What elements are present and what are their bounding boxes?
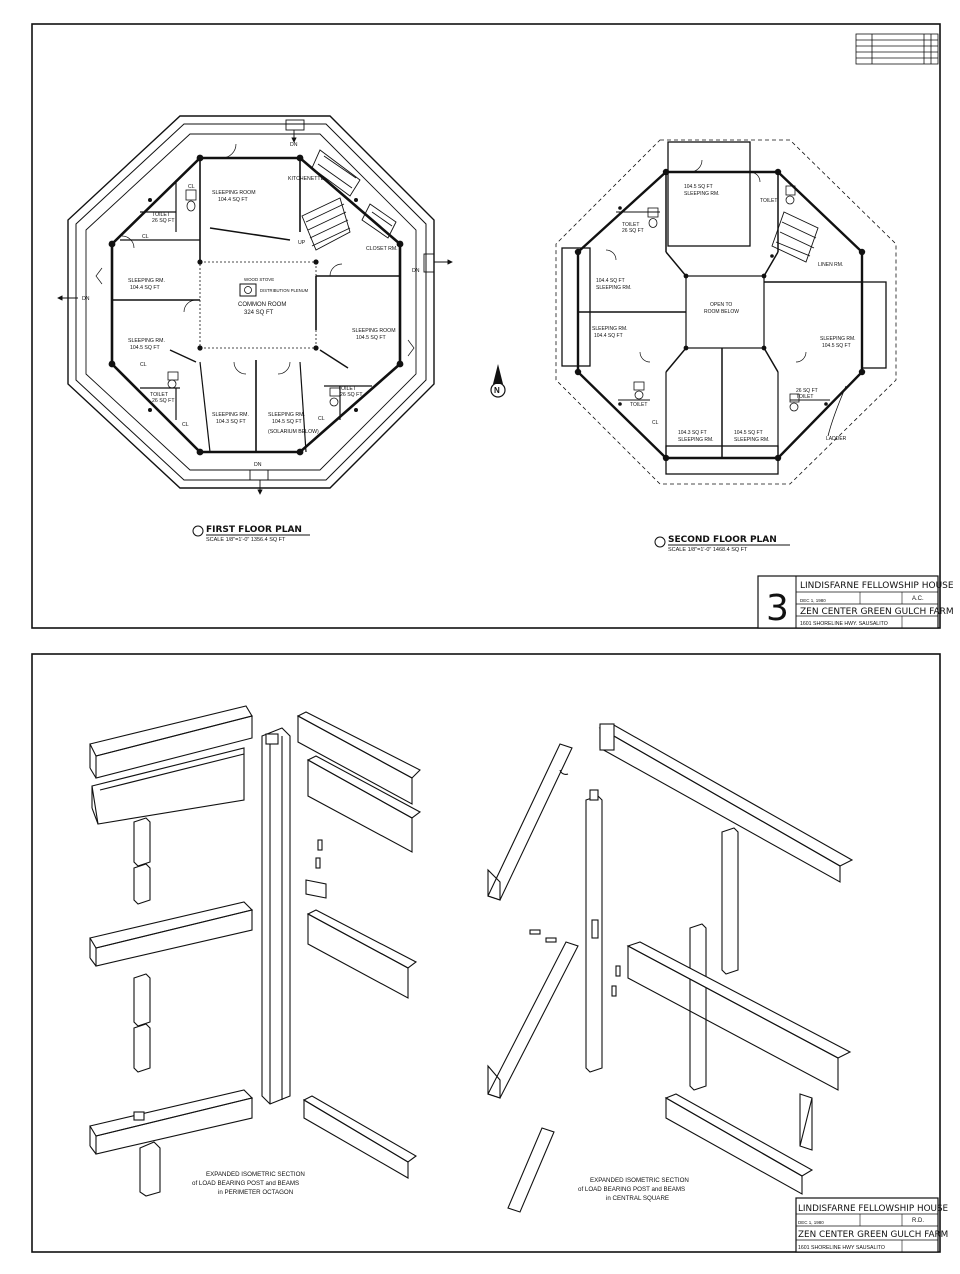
room-sleeping-e: SLEEPING ROOM <box>352 328 396 334</box>
isometric-central-square <box>487 723 854 1213</box>
room-toilet-se-area: 26 SQ FT <box>340 392 363 398</box>
room-toilet-sw-area: 26 SQ FT <box>152 398 175 404</box>
first-floor-title-block: FIRST FLOOR PLAN SCALE 1/8"=1'-0" 1356.4… <box>192 525 310 543</box>
room-sleeping-s1: SLEEPING RM. <box>212 412 249 418</box>
caption-right-line3: in CENTRAL SQUARE <box>606 1195 669 1202</box>
dn-bottom: DN <box>254 462 262 468</box>
room-sleeping-s1-area: 104.3 SQ FT <box>678 430 707 436</box>
room-cl-e: CL <box>318 416 325 422</box>
room-sleeping-e-area: 104.5 SQ FT <box>822 343 851 349</box>
room-sleeping-s2: SLEEPING RM. <box>268 412 305 418</box>
room-sleeping-w-area: 104.4 SQ FT <box>130 285 161 291</box>
up-label: UP <box>298 240 306 246</box>
room-toilet-n: TOILET <box>760 198 777 204</box>
room-sleeping-w: SLEEPING RM. <box>596 285 632 291</box>
distribution-plenum-label: DISTRIBUTION PLENUM <box>260 288 309 293</box>
wood-stove-label: WOOD STOVE <box>244 277 274 282</box>
date-bottom: DEC 1, 1980 <box>798 1220 824 1225</box>
room-toilet-se: TOILET <box>338 386 357 392</box>
room-toilet-nw: TOILET <box>622 222 639 228</box>
room-sleeping-sw: SLEEPING RM. <box>128 338 165 344</box>
caption-right-line1: EXPANDED ISOMETRIC SECTION <box>590 1177 689 1184</box>
caption-left: EXPANDED ISOMETRIC SECTION of LOAD BEARI… <box>192 1171 305 1196</box>
address-bottom: 1601 SHORELINE HWY SAUSALITO <box>798 1245 885 1251</box>
sheet-number: 3 <box>766 588 789 629</box>
caption-left-line2: of LOAD BEARING POST and BEAMS <box>192 1180 299 1187</box>
dn-top: DN <box>290 142 298 148</box>
date-top: DEC 1, 1980 <box>800 598 826 603</box>
revision-block <box>855 33 939 65</box>
north-label: N <box>494 386 500 395</box>
room-sleeping-s2: SLEEPING RM. <box>734 437 770 443</box>
title-block-top: 3 LINDISFARNE FELLOWSHIP HOUSE A.C. DEC … <box>757 575 954 629</box>
dn-right: DN <box>412 268 420 274</box>
room-toilet-se: TOILET <box>796 394 813 400</box>
room-cl-c: CL <box>140 362 147 368</box>
drawn-by-bottom: R.D. <box>912 1218 924 1224</box>
project-name-bottom: LINDISFARNE FELLOWSHIP HOUSE <box>798 1204 948 1214</box>
first-floor-title: FIRST FLOOR PLAN <box>206 525 302 535</box>
second-floor-title: SECOND FLOOR PLAN <box>668 535 777 545</box>
drawn-by-top: A.C. <box>912 596 924 602</box>
room-sleeping-sw-area: 104.5 SQ FT <box>130 345 161 351</box>
room-cl-d: CL <box>182 422 189 428</box>
room-kitchenette: KITCHENETTE <box>288 176 325 182</box>
room-linen: LINEN RM. <box>818 262 843 268</box>
room-sleeping-w: SLEEPING RM. <box>128 278 165 284</box>
caption-left-line3: in PERIMETER OCTAGON <box>218 1189 293 1196</box>
north-arrow: N <box>490 364 506 398</box>
room-sleeping-s1: SLEEPING RM. <box>678 437 714 443</box>
room-cl-a: CL <box>188 184 195 190</box>
second-floor-labels: 104.5 SQ FT SLEEPING RM. TOILET TOILET 2… <box>592 184 856 443</box>
room-sleeping-s2-note: (SOLARIUM BELOW) <box>268 429 319 435</box>
room-toilet-nw: TOILET <box>152 212 171 218</box>
room-sleeping-nw-area: 104.4 SQ FT <box>218 197 249 203</box>
room-sleeping-s1-area: 104.3 SQ FT <box>216 419 247 425</box>
project-name-top: LINDISFARNE FELLOWSHIP HOUSE <box>800 581 954 591</box>
room-sleeping-sw-area: 104.4 SQ FT <box>594 333 623 339</box>
room-cl-b: CL <box>142 234 149 240</box>
room-toilet-se-area: 26 SQ FT <box>796 388 818 394</box>
isometric-perimeter-octagon <box>89 705 422 1197</box>
first-floor-plan <box>57 115 453 495</box>
first-floor-labels: KITCHENETTE SLEEPING ROOM 104.4 SQ FT TO… <box>82 142 420 468</box>
open-to-label: OPEN TO <box>710 302 732 308</box>
room-sleeping-e-area: 104.5 SQ FT <box>356 335 387 341</box>
dn-left: DN <box>82 296 90 302</box>
caption-right-line2: of LOAD BEARING POST and BEAMS <box>578 1186 685 1193</box>
room-common: COMMON ROOM <box>238 302 286 308</box>
first-floor-scale: SCALE 1/8"=1'-0" 1356.4 SQ FT <box>206 537 286 543</box>
second-floor-title-block: SECOND FLOOR PLAN SCALE 1/8"=1'-0" 1468.… <box>654 535 790 553</box>
room-toilet-s: TOILET <box>630 402 647 408</box>
room-sleeping-w-area: 104.4 SQ FT <box>596 278 625 284</box>
room-sleeping-n-area: 104.5 SQ FT <box>684 184 713 190</box>
room-cl: CL <box>652 420 659 426</box>
room-closet: CLOSET RM. <box>366 246 398 252</box>
client-bottom: ZEN CENTER GREEN GULCH FARM <box>798 1230 948 1240</box>
room-sleeping-s2-area: 104.5 SQ FT <box>272 419 303 425</box>
title-block-bottom: LINDISFARNE FELLOWSHIP HOUSE R.D. DEC 1,… <box>795 1197 948 1253</box>
ladder-label: LADDER <box>826 436 847 442</box>
room-sleeping-e: SLEEPING RM. <box>820 336 856 342</box>
caption-right: EXPANDED ISOMETRIC SECTION of LOAD BEARI… <box>578 1177 689 1202</box>
room-sleeping-sw: SLEEPING RM. <box>592 326 628 332</box>
room-toilet-sw: TOILET <box>150 392 169 398</box>
room-below-label: ROOM BELOW <box>704 309 739 315</box>
room-sleeping-nw: SLEEPING ROOM <box>212 190 256 196</box>
room-sleeping-s2-area: 104.5 SQ FT <box>734 430 763 436</box>
bottom-sheet: EXPANDED ISOMETRIC SECTION of LOAD BEARI… <box>31 653 948 1253</box>
caption-left-line1: EXPANDED ISOMETRIC SECTION <box>206 1171 305 1178</box>
top-sheet: KITCHENETTE SLEEPING ROOM 104.4 SQ FT TO… <box>31 23 954 629</box>
client-top: ZEN CENTER GREEN GULCH FARM <box>800 607 954 617</box>
room-toilet-nw-area: 26 SQ FT <box>622 228 644 234</box>
room-toilet-nw-area: 26 SQ FT <box>152 218 175 224</box>
room-sleeping-n: SLEEPING RM. <box>684 191 720 197</box>
room-common-area: 324 SQ FT <box>244 310 274 316</box>
second-floor-scale: SCALE 1/8"=1'-0" 1468.4 SQ FT <box>668 547 748 553</box>
address-top: 1601 SHORELINE HWY. SAUSALITO <box>800 621 888 627</box>
second-floor-plan <box>555 139 897 485</box>
